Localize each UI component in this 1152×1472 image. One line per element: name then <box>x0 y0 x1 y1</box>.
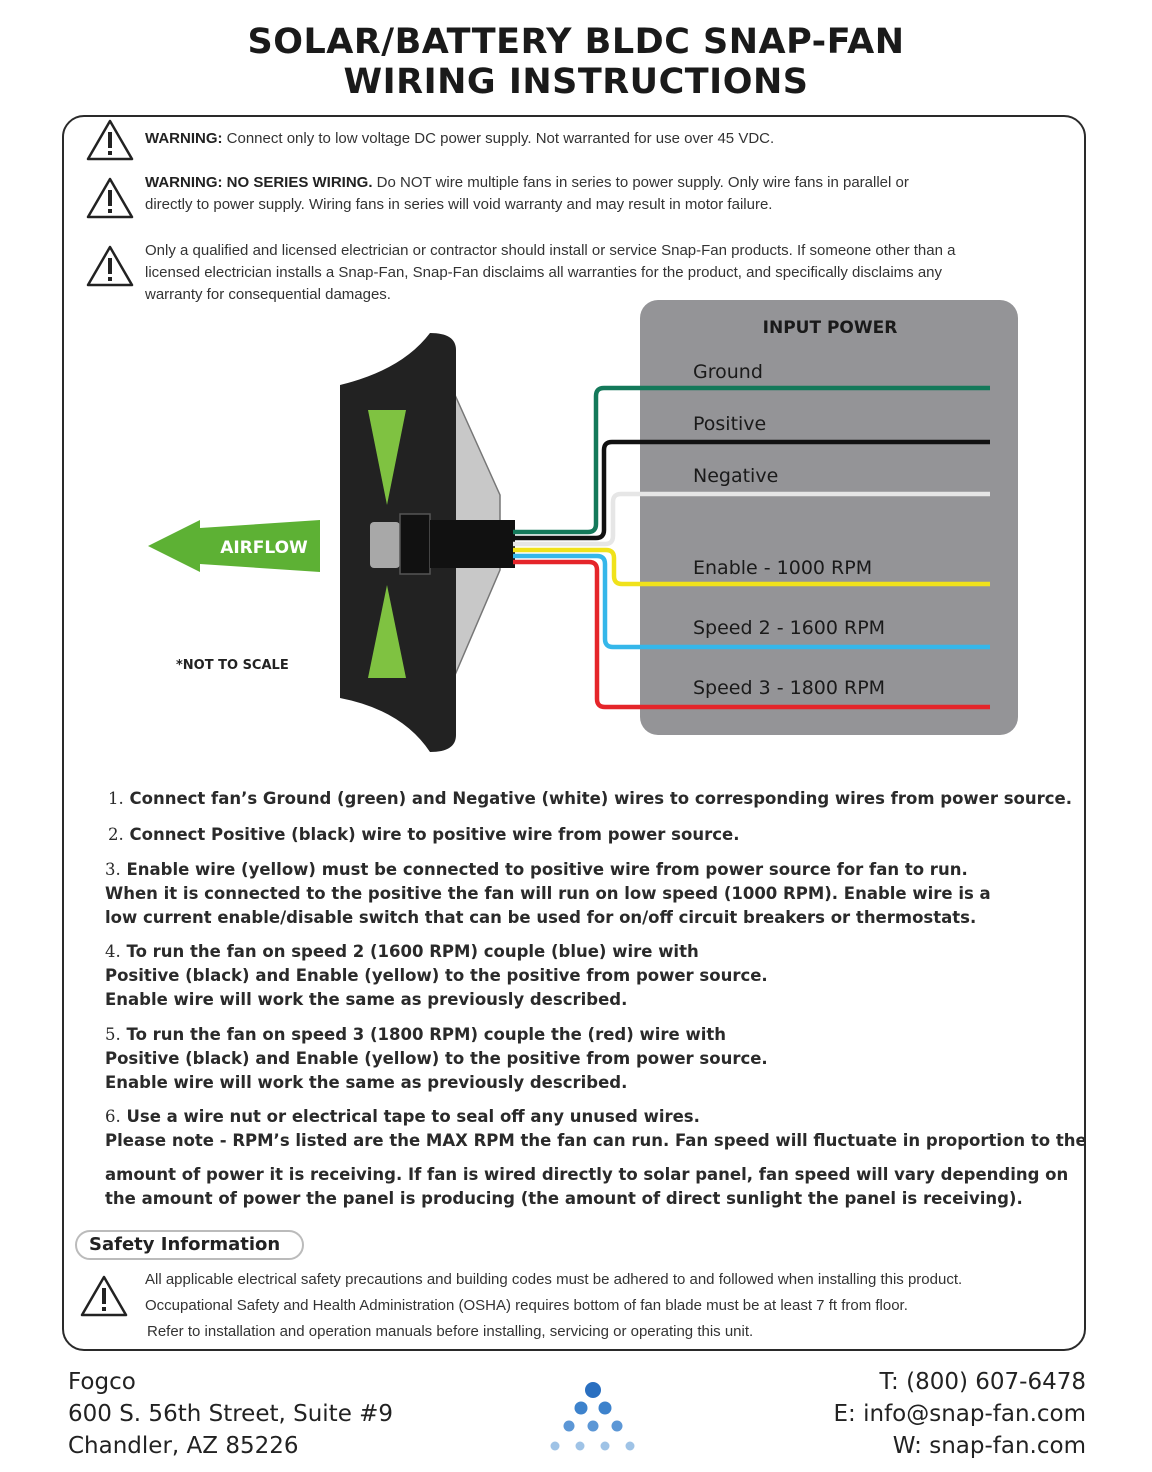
warning-triangle-icon <box>86 177 134 219</box>
instruction-6: 6. Use a wire nut or electrical tape to … <box>105 1107 1087 1208</box>
safety-information-heading: Safety Information <box>75 1230 304 1260</box>
wire-label-ground: Ground <box>693 361 763 383</box>
safety-line-2: Occupational Safety and Health Administr… <box>145 1297 908 1314</box>
fan-hub-cap <box>399 513 431 575</box>
fan-blade-top <box>368 410 406 505</box>
wire-label-speed-3: Speed 3 - 1800 RPM <box>693 677 885 699</box>
warning-low-voltage: WARNING: Connect only to low voltage DC … <box>145 130 775 147</box>
wire-ground <box>513 385 990 535</box>
fan-blade-bottom <box>368 585 406 678</box>
warning-no-series-wiring: WARNING: NO SERIES WIRING. Do NOT wire m… <box>145 174 909 213</box>
instruction-5: 5. To run the fan on speed 3 (1800 RPM) … <box>105 1025 768 1092</box>
warning-triangle-icon <box>86 119 134 161</box>
wire-positive <box>513 439 990 541</box>
wire-speed-2 <box>513 553 990 650</box>
wire-enable <box>513 547 990 587</box>
input-power-title: INPUT POWER <box>763 318 898 338</box>
address-line-1: 600 S. 56th Street, Suite #9 <box>68 1401 394 1427</box>
warning-qualified-electrician: Only a qualified and licensed electricia… <box>145 242 956 303</box>
company-name: Fogco <box>68 1369 136 1395</box>
airflow-arrow-icon <box>148 520 320 572</box>
instruction-3: 3. Enable wire (yellow) must be connecte… <box>105 860 991 927</box>
wire-speed-3 <box>513 559 990 710</box>
instruction-1: 1. Connect fan’s Ground (green) and Nega… <box>108 789 1073 808</box>
wiring-diagram: INPUT POWER Ground Positive Negative Ena… <box>148 300 1018 752</box>
contact-info: T: (800) 607-6478 E: info@snap-fan.com W… <box>834 1366 1086 1462</box>
wire-label-enable: Enable - 1000 RPM <box>693 557 872 579</box>
wire-negative <box>513 491 990 547</box>
airflow-label: AIRFLOW <box>220 538 308 558</box>
page-title-line-2: WIRING INSTRUCTIONS <box>343 62 809 102</box>
warning-triangle-icon <box>86 245 134 287</box>
instruction-2: 2. Connect Positive (black) wire to posi… <box>108 825 740 844</box>
warning-triangle-icon <box>80 1275 128 1317</box>
safety-line-3: Refer to installation and operation manu… <box>147 1323 754 1340</box>
input-power-panel <box>640 300 1018 735</box>
email-address[interactable]: E: info@snap-fan.com <box>833 1401 1086 1427</box>
safety-line-1: All applicable electrical safety precaut… <box>145 1271 963 1288</box>
fan-hub <box>370 522 400 568</box>
page-title-line-1: SOLAR/BATTERY BLDC SNAP-FAN <box>247 22 905 62</box>
instruction-4: 4. To run the fan on speed 2 (1600 RPM) … <box>105 942 768 1009</box>
wire-label-speed-2: Speed 2 - 1600 RPM <box>693 617 885 639</box>
not-to-scale-note: *NOT TO SCALE <box>176 658 289 673</box>
website-link[interactable]: W: snap-fan.com <box>892 1433 1086 1459</box>
company-address: Fogco 600 S. 56th Street, Suite #9 Chand… <box>68 1366 393 1462</box>
address-line-2: Chandler, AZ 85226 <box>68 1433 299 1459</box>
motor-connector <box>430 520 515 568</box>
phone-number: T: (800) 607-6478 <box>879 1369 1086 1395</box>
instruction-frame <box>62 115 1086 1351</box>
wire-label-positive: Positive <box>693 413 766 435</box>
fogco-logo <box>550 1382 635 1451</box>
wire-label-negative: Negative <box>693 465 778 487</box>
